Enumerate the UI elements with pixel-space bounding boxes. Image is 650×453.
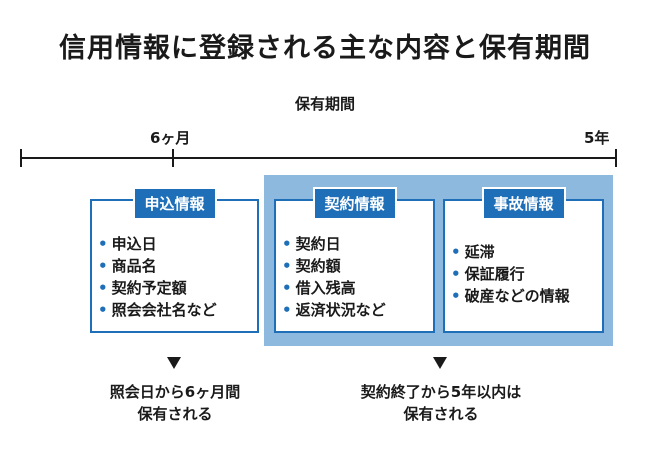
bullet-icon: • <box>98 301 108 319</box>
bullet-icon: • <box>451 287 461 305</box>
accident-info-list: •延滞 •保証履行 •破産などの情報 <box>451 241 570 307</box>
down-triangle-icon <box>433 357 447 369</box>
bullet-icon: • <box>451 265 461 283</box>
timeline-label-6-months: 6ヶ月 <box>150 129 191 147</box>
down-triangle-icon <box>167 357 181 369</box>
bullet-icon: • <box>282 279 292 297</box>
bullet-icon: • <box>98 235 108 253</box>
bullet-icon: • <box>282 257 292 275</box>
list-item: •借入残高 <box>282 279 356 297</box>
timeline-label-5-years: 5年 <box>584 129 610 147</box>
accident-info-title: 事故情報 <box>481 187 566 220</box>
list-item: •保証履行 <box>451 265 525 283</box>
application-info-title: 申込情報 <box>132 187 217 220</box>
list-item: •商品名 <box>98 257 157 275</box>
list-item: •契約額 <box>282 257 341 275</box>
application-info-list: •申込日 •商品名 •契約予定額 •照会会社名など <box>98 233 217 321</box>
bullet-icon: • <box>98 257 108 275</box>
timeline-axis <box>20 149 617 167</box>
list-item: •申込日 <box>98 235 157 253</box>
bullet-icon: • <box>98 279 108 297</box>
list-item: •照会会社名など <box>98 301 217 319</box>
application-info-box: 申込情報 •申込日 •商品名 •契約予定額 •照会会社名など <box>90 187 259 333</box>
bullet-icon: • <box>282 301 292 319</box>
list-item: •契約日 <box>282 235 341 253</box>
five-year-retention-note: 契約終了から5年以内は 保有される <box>360 383 522 423</box>
bullet-icon: • <box>282 235 292 253</box>
contract-info-title: 契約情報 <box>312 187 397 220</box>
diagram-title: 信用情報に登録される主な内容と保有期間 <box>59 33 591 64</box>
contract-info-box: 契約情報 •契約日 •契約額 •借入残高 •返済状況など <box>274 187 435 333</box>
six-month-retention-note: 照会日から6ヶ月間 保有される <box>109 383 241 423</box>
list-item: •返済状況など <box>282 301 386 319</box>
bullet-icon: • <box>451 243 461 261</box>
contract-info-list: •契約日 •契約額 •借入残高 •返済状況など <box>282 233 386 321</box>
list-item: •契約予定額 <box>98 279 187 297</box>
list-item: •破産などの情報 <box>451 287 570 305</box>
period-label: 保有期間 <box>294 95 355 113</box>
accident-info-box: 事故情報 •延滞 •保証履行 •破産などの情報 <box>443 187 604 333</box>
list-item: •延滞 <box>451 243 495 261</box>
